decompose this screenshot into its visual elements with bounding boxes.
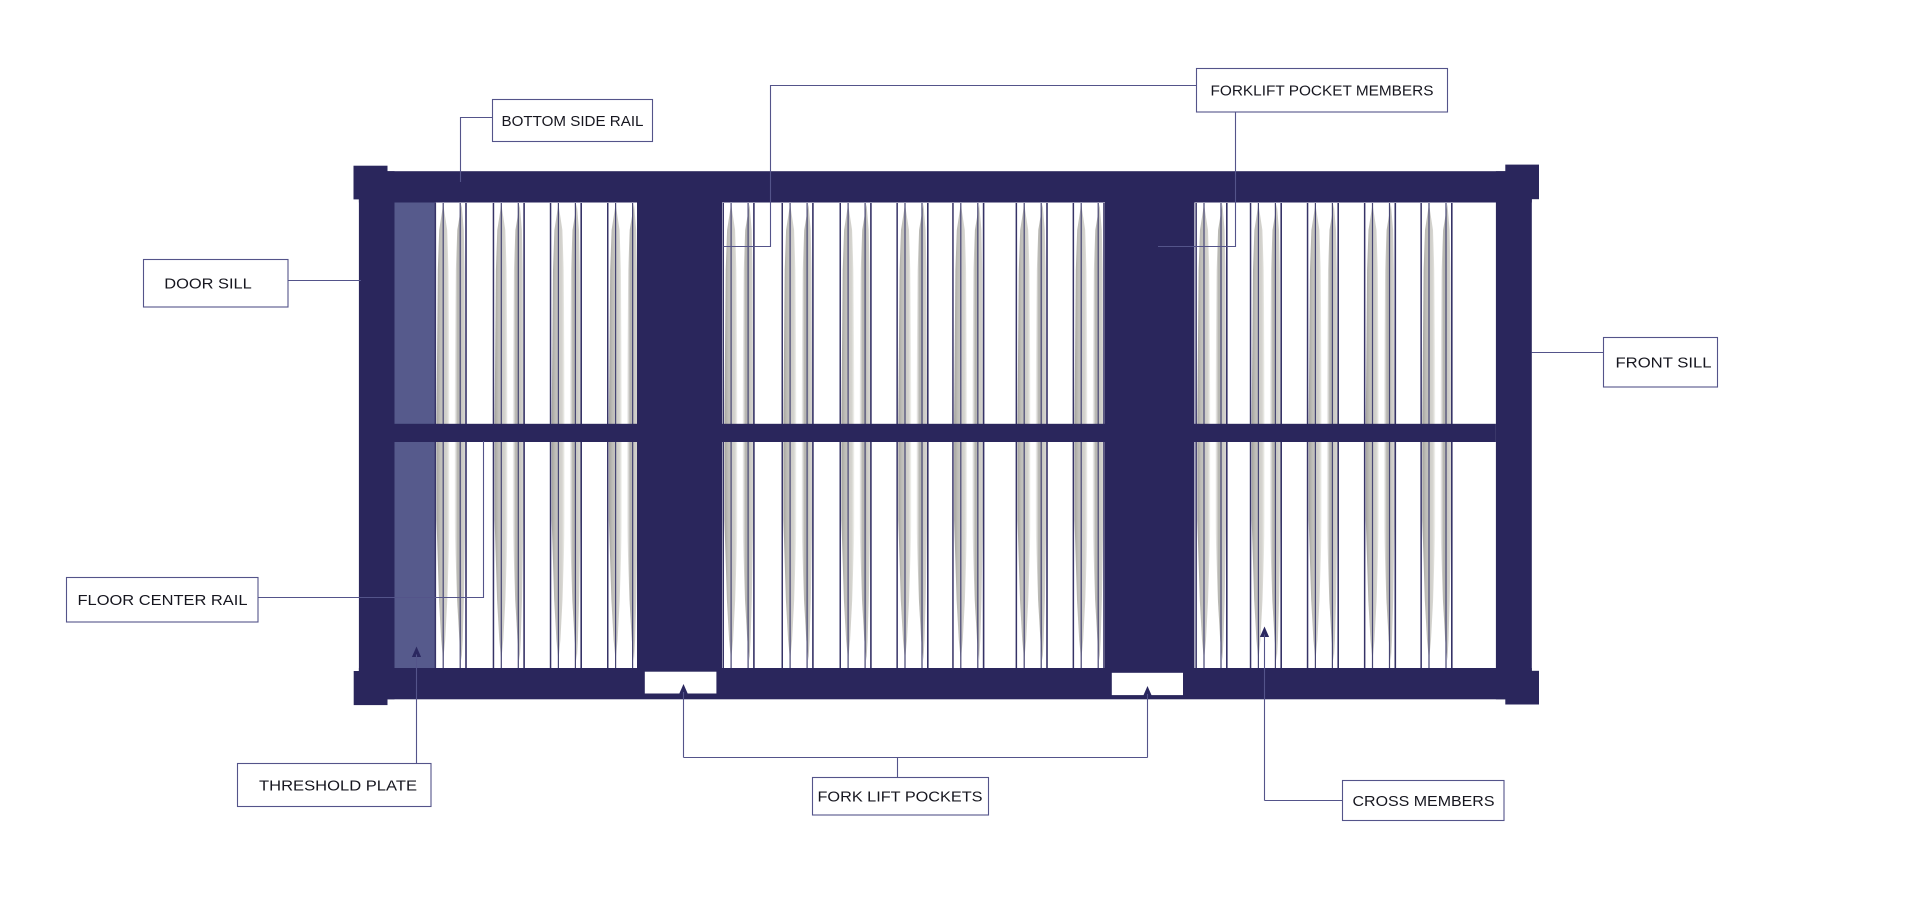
svg-text:BOTTOM SIDE RAIL: BOTTOM SIDE RAIL <box>502 113 644 130</box>
svg-text:DOOR SILL: DOOR SILL <box>164 276 252 293</box>
svg-text:FLOOR CENTER RAIL: FLOOR CENTER RAIL <box>78 592 248 609</box>
svg-text:FORK LIFT POCKETS: FORK LIFT POCKETS <box>818 789 983 806</box>
svg-text:THRESHOLD PLATE: THRESHOLD PLATE <box>259 777 417 794</box>
svg-text:FORKLIFT POCKET MEMBERS: FORKLIFT POCKET MEMBERS <box>1211 83 1434 100</box>
svg-text:CROSS MEMBERS: CROSS MEMBERS <box>1353 793 1495 810</box>
svg-text:FRONT SILL: FRONT SILL <box>1616 355 1712 372</box>
